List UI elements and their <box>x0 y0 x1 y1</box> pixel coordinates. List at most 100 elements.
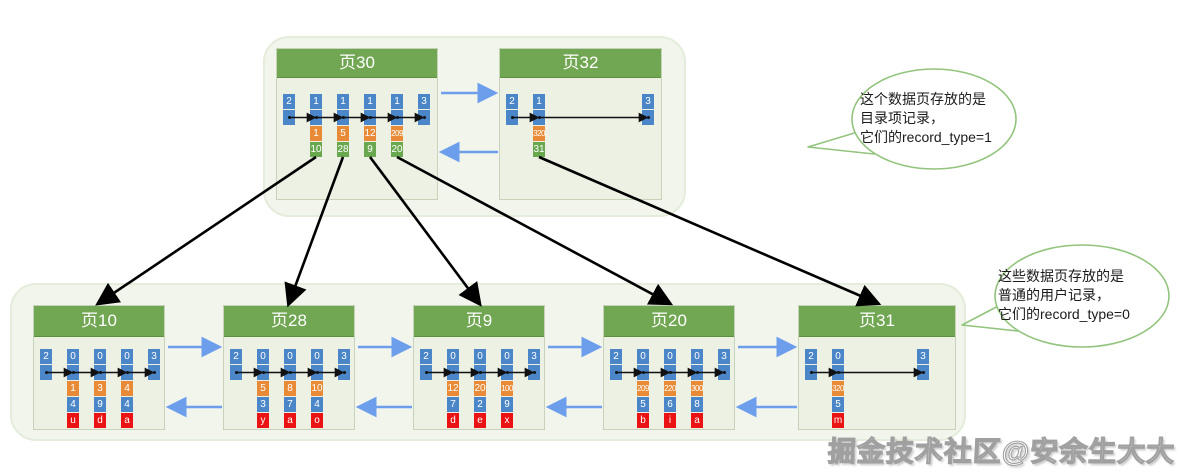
page-20-title: 页20 <box>604 306 734 337</box>
record-type-cell: 2 <box>506 94 518 109</box>
key-cell: 5 <box>337 126 349 141</box>
record-type-cell: 1 <box>533 94 545 109</box>
record-type-cell: 2 <box>230 349 242 364</box>
key-cell: 100 <box>501 381 513 396</box>
record-spacer <box>560 94 627 158</box>
column-value-cell: 6 <box>664 397 676 412</box>
record-type-cell: 3 <box>338 349 350 364</box>
record-type-cell: 2 <box>283 94 295 109</box>
infimum-record: 2 <box>420 349 432 429</box>
page-pointer-cell: 20 <box>391 142 403 157</box>
column-value-cell: i <box>664 413 676 428</box>
page-pointer-cell: 28 <box>337 142 349 157</box>
watermark: 掘金技术社区@安余生大大 <box>827 435 1177 467</box>
infimum-record: 2 <box>805 349 817 429</box>
next-record-dot <box>637 365 649 380</box>
column-value-cell: d <box>94 413 106 428</box>
next-record-dot <box>230 365 242 380</box>
next-record-dot <box>257 365 269 380</box>
next-record-dot <box>40 365 52 380</box>
next-record-dot <box>283 110 295 125</box>
record-type-cell: 2 <box>40 349 52 364</box>
annotation-line: 它们的record_type=1 <box>860 129 992 145</box>
column-value-cell: a <box>284 413 296 428</box>
column-value-cell: 4 <box>121 397 133 412</box>
next-record-dot <box>148 365 160 380</box>
record-type-cell: 3 <box>418 94 430 109</box>
next-record-dot <box>310 110 322 125</box>
column-value-cell: b <box>637 413 649 428</box>
page-pointer-cell: 10 <box>310 142 322 157</box>
infimum-record: 2 <box>283 94 295 158</box>
next-record-dot <box>67 365 79 380</box>
page-pointer-cell: 9 <box>364 142 376 157</box>
page-28-title: 页28 <box>224 306 354 337</box>
column-value-cell: e <box>474 413 486 428</box>
column-value-cell: a <box>691 413 703 428</box>
key-cell: 12 <box>364 126 376 141</box>
record-type-cell: 0 <box>474 349 486 364</box>
key-cell: 5 <box>257 381 269 396</box>
record-type-cell: 2 <box>805 349 817 364</box>
next-record-dot <box>691 365 703 380</box>
column-value-cell: 7 <box>447 397 459 412</box>
page-31-title: 页31 <box>799 306 955 337</box>
key-cell: 12 <box>447 381 459 396</box>
next-record-dot <box>121 365 133 380</box>
record-type-cell: 3 <box>528 349 540 364</box>
next-record-dot <box>528 365 540 380</box>
record-type-cell: 0 <box>447 349 459 364</box>
record-type-cell: 3 <box>148 349 160 364</box>
next-record-dot <box>94 365 106 380</box>
annotation-user-pages: 这些数据页存放的是 普通的用户记录， 它们的record_type=0 <box>998 267 1130 324</box>
record-type-cell: 0 <box>691 349 703 364</box>
column-value-cell: 2 <box>474 397 486 412</box>
column-value-cell: 8 <box>691 397 703 412</box>
next-record-dot <box>805 365 817 380</box>
next-record-dot <box>474 365 486 380</box>
annotation-line: 这些数据页存放的是 <box>998 268 1124 284</box>
next-record-dot <box>418 110 430 125</box>
column-value-cell: d <box>447 413 459 428</box>
record-type-cell: 0 <box>121 349 133 364</box>
page-9-title: 页9 <box>414 306 544 337</box>
next-record-dot <box>501 365 513 380</box>
next-record-dot <box>311 365 323 380</box>
column-value-cell: 5 <box>637 397 649 412</box>
next-record-dot <box>664 365 676 380</box>
annotation-line: 普通的用户记录， <box>998 287 1110 303</box>
key-cell: 8 <box>284 381 296 396</box>
record-type-cell: 1 <box>364 94 376 109</box>
record-type-cell: 1 <box>310 94 322 109</box>
page-32-title: 页32 <box>500 49 661 78</box>
column-value-cell: x <box>501 413 513 428</box>
infimum-record: 2 <box>230 349 242 429</box>
page-pointer-cell: 31 <box>533 142 545 157</box>
record-type-cell: 0 <box>637 349 649 364</box>
record-type-cell: 3 <box>718 349 730 364</box>
next-record-dot <box>610 365 622 380</box>
next-record-dot <box>533 110 545 125</box>
page-30-title: 页30 <box>277 49 437 78</box>
infimum-record: 2 <box>506 94 518 158</box>
key-cell: 1 <box>310 126 322 141</box>
